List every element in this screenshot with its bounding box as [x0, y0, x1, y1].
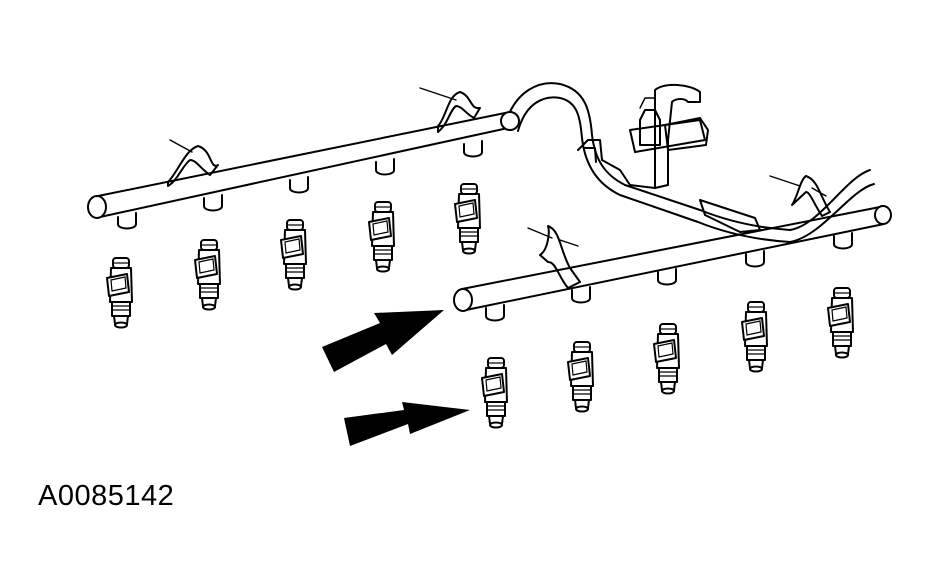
- lower-rail-bracket-left: [527, 225, 581, 289]
- callout-arrow-upper: [322, 310, 444, 372]
- injector-lower-4: [741, 301, 768, 373]
- upper-fuel-rail: [87, 111, 520, 219]
- injector-upper-1: [106, 257, 133, 329]
- injector-lower-2: [567, 341, 594, 413]
- injector-upper-5: [454, 183, 481, 255]
- lower-fuel-rail: [453, 205, 892, 312]
- injector-upper-3: [280, 219, 307, 291]
- injector-upper-4: [368, 201, 395, 273]
- lower-rail-injector-cups: [485, 232, 853, 322]
- upper-rail-bracket-right: [419, 87, 481, 133]
- upper-injectors: [106, 183, 481, 329]
- lower-rail-bracket-right: [769, 175, 831, 217]
- injector-lower-3: [653, 323, 680, 395]
- lower-injectors: [481, 287, 854, 429]
- upper-rail-injector-cups: [117, 140, 483, 230]
- injector-lower-1: [481, 357, 508, 429]
- figure-id-label: A0085142: [38, 480, 175, 512]
- crossover-tube: [504, 82, 875, 243]
- injector-lower-5: [827, 287, 854, 359]
- mounting-bracket: [577, 84, 761, 233]
- upper-rail-bracket-left: [167, 139, 219, 187]
- injector-upper-2: [194, 239, 221, 311]
- callout-arrow-lower: [344, 402, 470, 446]
